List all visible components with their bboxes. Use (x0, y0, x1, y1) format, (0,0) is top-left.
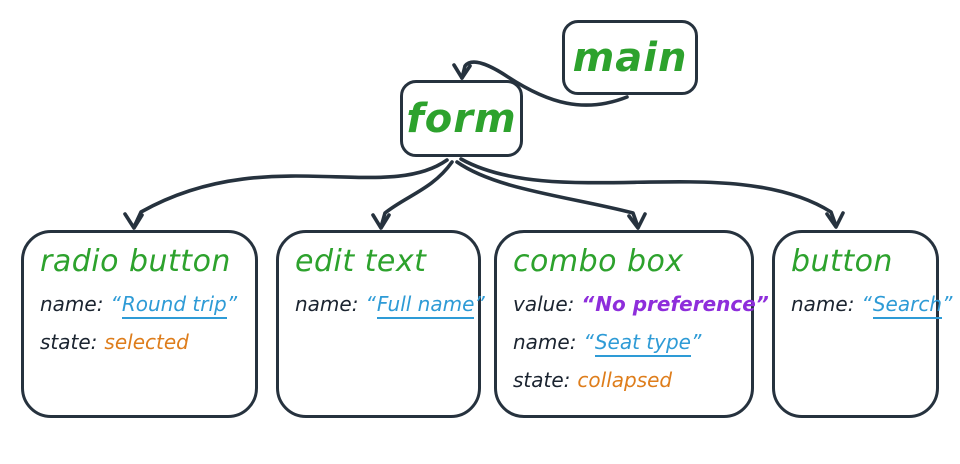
node-combo-box: combo box value:“No preference” name:“Se… (494, 230, 769, 418)
open-quote: “ (365, 292, 377, 316)
node-button: button name:“Search” (772, 230, 952, 418)
node-title: radio button (40, 244, 231, 279)
open-quote: “ (110, 292, 122, 316)
close-quote: ” (942, 292, 954, 316)
prop-value: “Full name” (365, 292, 485, 319)
arrow-form-to-edit-text (371, 160, 454, 230)
prop-label: name: (40, 292, 104, 316)
prop-value: “Round trip” (110, 292, 238, 319)
prop-row-name: name:“Full name” (295, 292, 485, 319)
prop-label: state: (40, 330, 98, 354)
open-quote: “ (581, 292, 596, 316)
node-title: button (791, 244, 893, 279)
prop-label: name: (513, 330, 577, 354)
node-title: edit text (295, 244, 427, 279)
prop-label: value: (513, 292, 575, 316)
prop-value: “Search” (861, 292, 953, 319)
arrow-form-to-combo-box (455, 160, 647, 230)
prop-value: selected (104, 330, 189, 354)
prop-row-state: state:collapsed (513, 368, 737, 392)
open-quote: “ (583, 330, 595, 354)
node-main: main (562, 20, 698, 95)
prop-value: “No preference” (581, 292, 770, 316)
prop-value: “Seat type” (583, 330, 702, 357)
prop-row-state: state:selected (40, 330, 241, 354)
close-quote: ” (755, 292, 770, 316)
prop-row-name: name:“Search” (791, 292, 952, 319)
node-title: combo box (513, 244, 684, 279)
close-quote: ” (690, 330, 703, 354)
prop-label: state: (513, 368, 571, 392)
node-form: form (400, 80, 523, 157)
close-quote: ” (474, 292, 486, 316)
prop-label: name: (295, 292, 359, 316)
prop-value: collapsed (577, 368, 673, 392)
prop-row-name: name:“Round trip” (40, 292, 241, 319)
node-form-title: form (406, 95, 517, 142)
node-main-title: main (572, 34, 688, 81)
prop-row-value: value:“No preference” (513, 292, 769, 316)
prop-row-name: name:“Seat type” (513, 330, 737, 357)
open-quote: “ (861, 292, 873, 316)
arrow-form-to-button (459, 157, 845, 229)
node-edit-text: edit text name:“Full name” (276, 230, 485, 418)
arrow-form-to-radio-button (123, 158, 449, 230)
prop-label: name: (791, 292, 855, 316)
node-radio-button: radio button name:“Round trip” state:sel… (21, 230, 258, 418)
close-quote: ” (226, 292, 239, 316)
